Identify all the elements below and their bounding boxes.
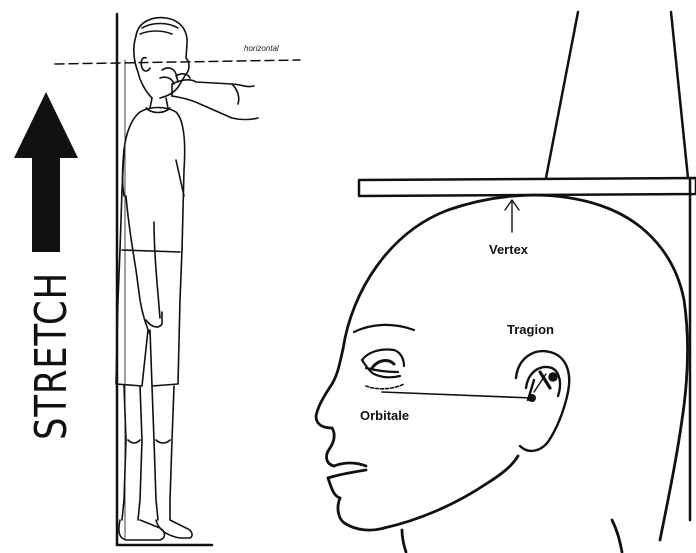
ear: [516, 351, 569, 451]
vertex-label: Vertex: [489, 242, 529, 257]
orbitale-label: Orbitale: [360, 408, 409, 423]
stretch-label: STRETCH: [26, 272, 77, 440]
tragion-label: Tragion: [507, 322, 554, 337]
standing-person: [116, 18, 258, 540]
horizontal-plane-label: horizontal: [244, 44, 279, 53]
frankfort-plane-line: [55, 60, 300, 64]
vertex-arrow: [505, 200, 519, 232]
eye-region: [354, 325, 414, 389]
arrow-up-icon: [14, 92, 78, 252]
head-board: [359, 12, 696, 520]
stadiometer-board: [117, 14, 212, 545]
orbitale-tragion-line: [382, 374, 546, 402]
